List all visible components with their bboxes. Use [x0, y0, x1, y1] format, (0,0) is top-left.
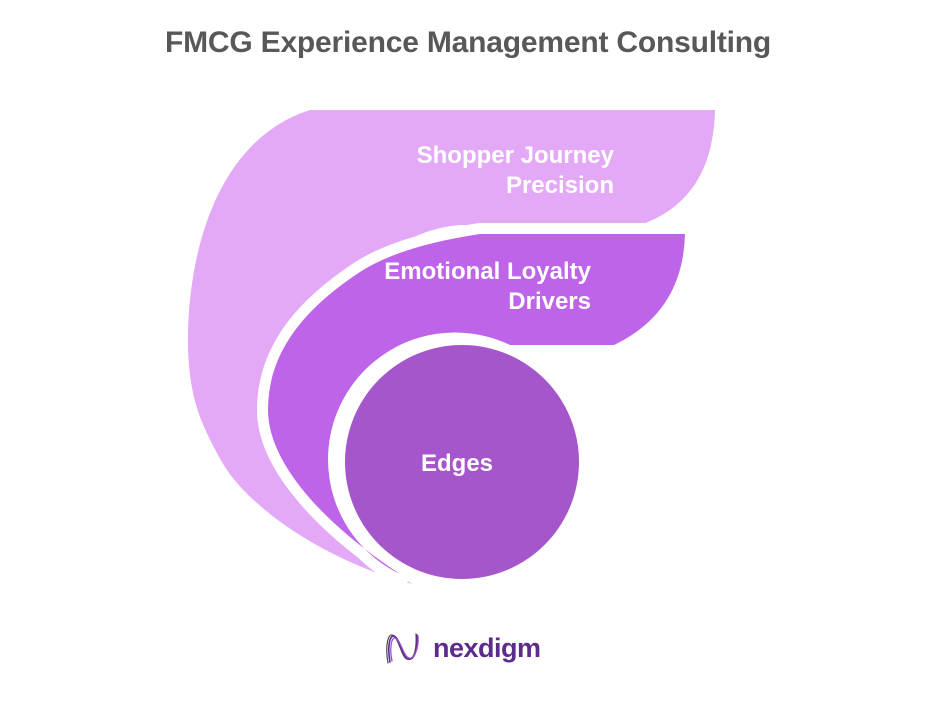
- page-title: FMCG Experience Management Consulting: [164, 26, 772, 59]
- nexdigm-logo: nexdigm: [384, 629, 541, 667]
- layer-shape-edges: [337, 337, 587, 587]
- n-wave-scribble-icon: [386, 633, 419, 664]
- logo-wordmark: nexdigm: [433, 632, 541, 663]
- layer-shape-shopper-journey-precision: [187, 110, 716, 584]
- layer-shape-emotional-loyalty-drivers: [257, 223, 696, 585]
